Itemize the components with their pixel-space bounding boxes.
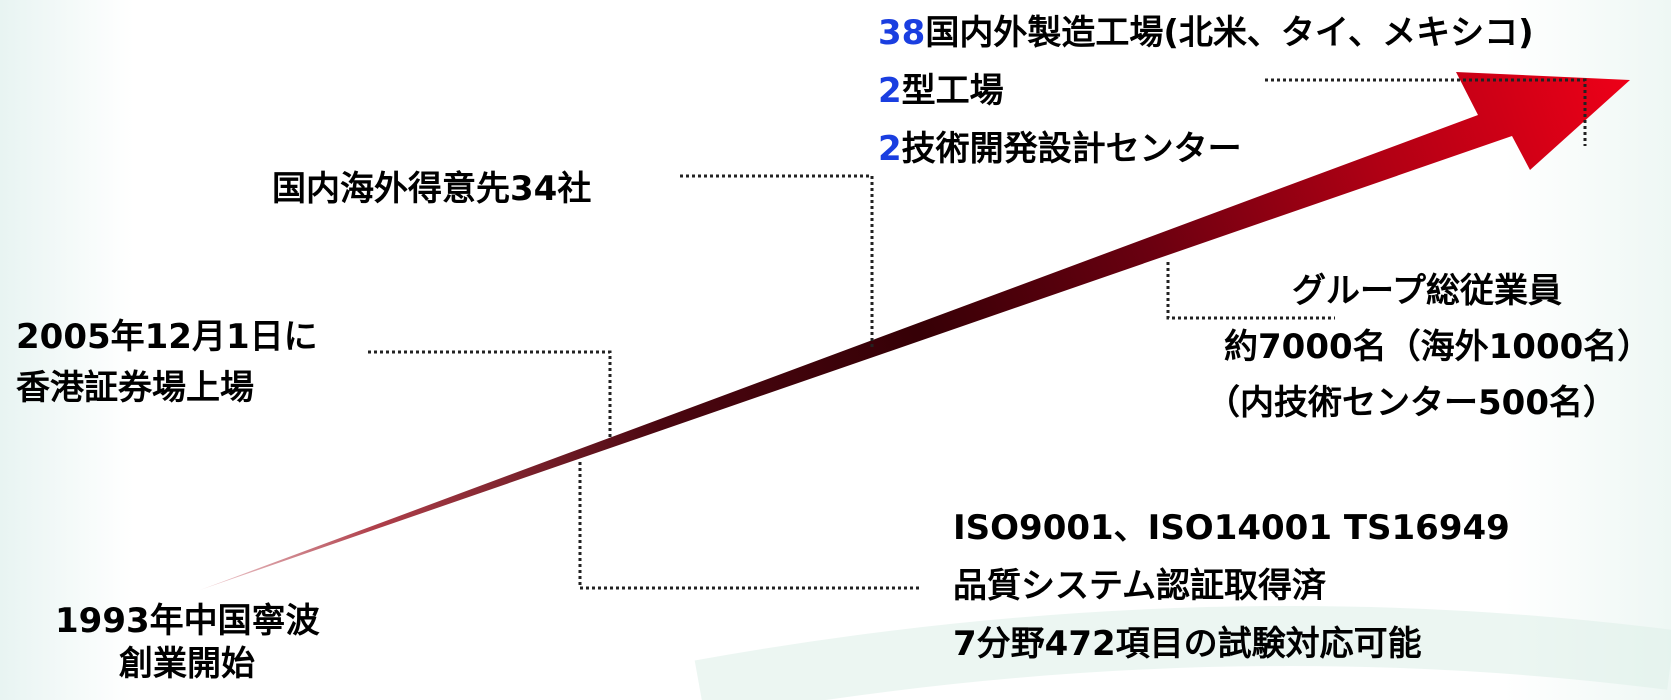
leader-lines: [368, 78, 1587, 590]
leader-employees: [1166, 262, 1335, 320]
milestone-founding: 1993年中国寧波 創業開始: [55, 600, 320, 685]
facilities-label-1: 国内外製造工場(北米、タイ、メキシコ): [925, 13, 1534, 53]
leader-facilities: [1265, 78, 1587, 146]
facilities-count-1: 38: [878, 13, 926, 53]
employees-line-3: （内技術センター500名）: [1206, 383, 1617, 424]
leader-quality: [578, 462, 922, 590]
employees-line-2: 約7000名（海外1000名）: [1224, 327, 1652, 368]
facilities-line-3: 2技術開発設計センター: [878, 121, 1534, 179]
milestone-quality: ISO9001、ISO14001 TS16949 品質システム認証取得済 7分野…: [953, 500, 1510, 673]
facilities-label-3: 技術開発設計センター: [901, 128, 1242, 169]
employees-line-1: グループ総従業員: [1292, 271, 1562, 311]
facilities-line-1: 38国内外製造工場(北米、タイ、メキシコ): [878, 5, 1534, 63]
facilities-line-2: 2型工場: [878, 63, 1534, 121]
founding-line-1: 1993年中国寧波: [55, 601, 320, 641]
facilities-label-2: 型工場: [901, 70, 1004, 111]
customers-text: 国内海外得意先34社: [272, 169, 592, 209]
background-swirl: [694, 606, 1671, 700]
quality-line-3: 7分野472項目の試験対応可能: [953, 623, 1422, 664]
leader-listing: [368, 350, 612, 440]
milestone-facilities: 38国内外製造工場(北米、タイ、メキシコ) 2型工場 2技術開発設計センター: [878, 5, 1534, 178]
leader-customers: [680, 174, 874, 350]
listing-line-1: 2005年12月1日に: [16, 317, 318, 357]
quality-line-1: ISO9001、ISO14001 TS16949: [953, 508, 1510, 548]
growth-arrow: [200, 72, 1630, 590]
founding-line-2: 創業開始: [119, 643, 255, 684]
quality-line-2: 品質システム認証取得済: [953, 565, 1326, 606]
milestone-employees: グループ総従業員 約7000名（海外1000名） （内技術センター500名）: [1206, 263, 1651, 431]
milestone-customers: 国内海外得意先34社: [272, 168, 591, 211]
facilities-count-2: 2: [878, 70, 902, 111]
milestone-listing: 2005年12月1日に 香港証券場上場: [16, 316, 318, 409]
listing-line-2: 香港証券場上場: [16, 367, 254, 408]
facilities-count-3: 2: [878, 128, 902, 169]
